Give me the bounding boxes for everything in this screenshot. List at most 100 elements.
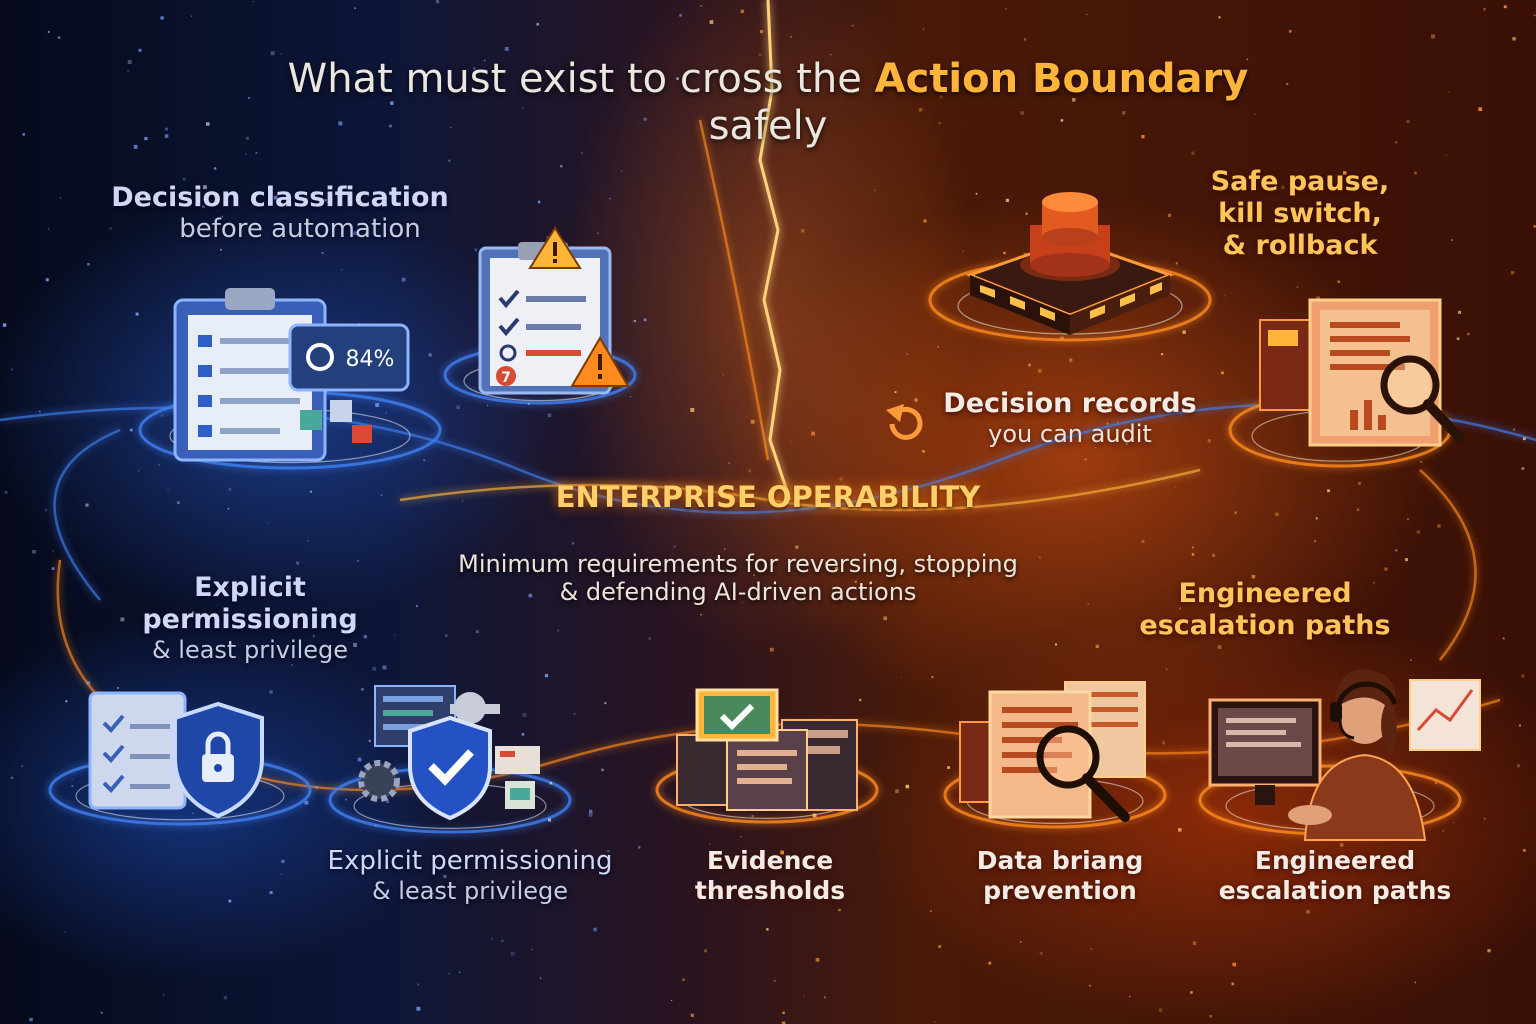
particle	[900, 676, 903, 679]
particle	[51, 567, 55, 571]
particle	[1011, 76, 1015, 79]
label-permissioning-lower: Explicit permissioning & least privilege	[300, 846, 640, 905]
particle	[1162, 741, 1166, 745]
particle	[1090, 948, 1093, 950]
particle	[1483, 7, 1486, 11]
particle	[547, 413, 552, 418]
label-enterprise-operability: ENTERPRISE OPERABILITY	[468, 480, 1068, 514]
particle	[1316, 296, 1321, 301]
particle	[571, 542, 575, 545]
particle	[549, 781, 553, 785]
particle	[354, 7, 356, 10]
particle	[750, 419, 755, 424]
particle	[201, 205, 205, 208]
particle	[790, 36, 792, 38]
particle	[448, 159, 451, 162]
particle	[361, 688, 364, 691]
permissioning-upper-line3: & least privilege	[151, 635, 349, 664]
particle	[1522, 848, 1526, 852]
particle	[214, 167, 217, 170]
particle	[1420, 460, 1423, 464]
page-title: What must exist to cross the Action Boun…	[168, 56, 1368, 150]
particle	[905, 784, 910, 789]
particle	[1337, 280, 1341, 284]
particle	[280, 873, 283, 875]
particle	[161, 414, 164, 417]
particle	[1286, 83, 1289, 86]
particle	[504, 46, 509, 51]
particle	[1451, 644, 1453, 646]
safe-pause-line1: Safe pause,	[1210, 166, 1390, 197]
particle	[1071, 97, 1076, 102]
particle	[220, 248, 222, 251]
particle	[588, 809, 593, 814]
particle	[443, 874, 447, 878]
particle	[707, 886, 710, 889]
particle	[815, 957, 820, 962]
particle	[1005, 7, 1007, 10]
particle	[934, 1021, 937, 1023]
particle	[547, 818, 552, 822]
particle	[312, 635, 315, 638]
particle	[321, 252, 324, 254]
particle	[475, 630, 479, 634]
particle	[167, 489, 169, 491]
particle	[448, 972, 450, 975]
particle	[766, 928, 769, 931]
particle	[1217, 645, 1222, 649]
permissioning-upper-line1: Explicit	[194, 572, 306, 603]
particle	[741, 602, 743, 604]
particle	[309, 490, 312, 493]
particle	[435, 0, 440, 4]
particle	[501, 939, 504, 943]
particle	[851, 24, 854, 27]
particle	[1342, 171, 1347, 175]
particle	[1407, 518, 1409, 521]
particle	[137, 470, 140, 472]
particle	[858, 698, 862, 702]
particle	[417, 983, 420, 986]
data-prevention-line2: prevention	[983, 875, 1137, 905]
particle	[633, 319, 637, 323]
evidence-screens-icon	[676, 688, 858, 811]
particle	[71, 785, 74, 787]
particle	[704, 949, 707, 953]
particle	[894, 391, 897, 393]
particle	[357, 757, 362, 762]
particle	[1373, 582, 1375, 584]
particle	[895, 789, 899, 794]
particle	[800, 228, 805, 233]
particle	[353, 850, 355, 852]
particle	[1207, 439, 1211, 443]
particle	[1513, 428, 1515, 431]
label-permissioning-upper: Explicit permissioning & least privilege	[100, 572, 400, 664]
particle	[593, 927, 597, 932]
particle	[270, 51, 275, 56]
particle	[345, 798, 348, 801]
particle	[1190, 991, 1193, 994]
particle	[1467, 332, 1470, 336]
audit-report-magnifier-icon	[1259, 298, 1465, 447]
checklist-warning-icon: 7	[478, 226, 630, 395]
particle	[382, 665, 387, 670]
particle	[638, 846, 641, 849]
particle	[227, 507, 230, 510]
particle	[722, 374, 724, 376]
particle	[1028, 363, 1031, 367]
particle	[1445, 154, 1448, 157]
particle	[1395, 141, 1398, 144]
particle	[728, 462, 730, 464]
particle	[1218, 16, 1221, 19]
particle	[929, 910, 932, 913]
particle	[1451, 239, 1453, 241]
particle	[281, 859, 285, 863]
particle	[280, 53, 283, 55]
particle	[521, 732, 525, 736]
particle	[394, 634, 396, 636]
particle	[245, 153, 247, 156]
particle	[601, 768, 604, 772]
particle	[1191, 553, 1195, 556]
particle	[531, 949, 533, 951]
particle	[1084, 458, 1087, 461]
particle	[962, 250, 964, 252]
